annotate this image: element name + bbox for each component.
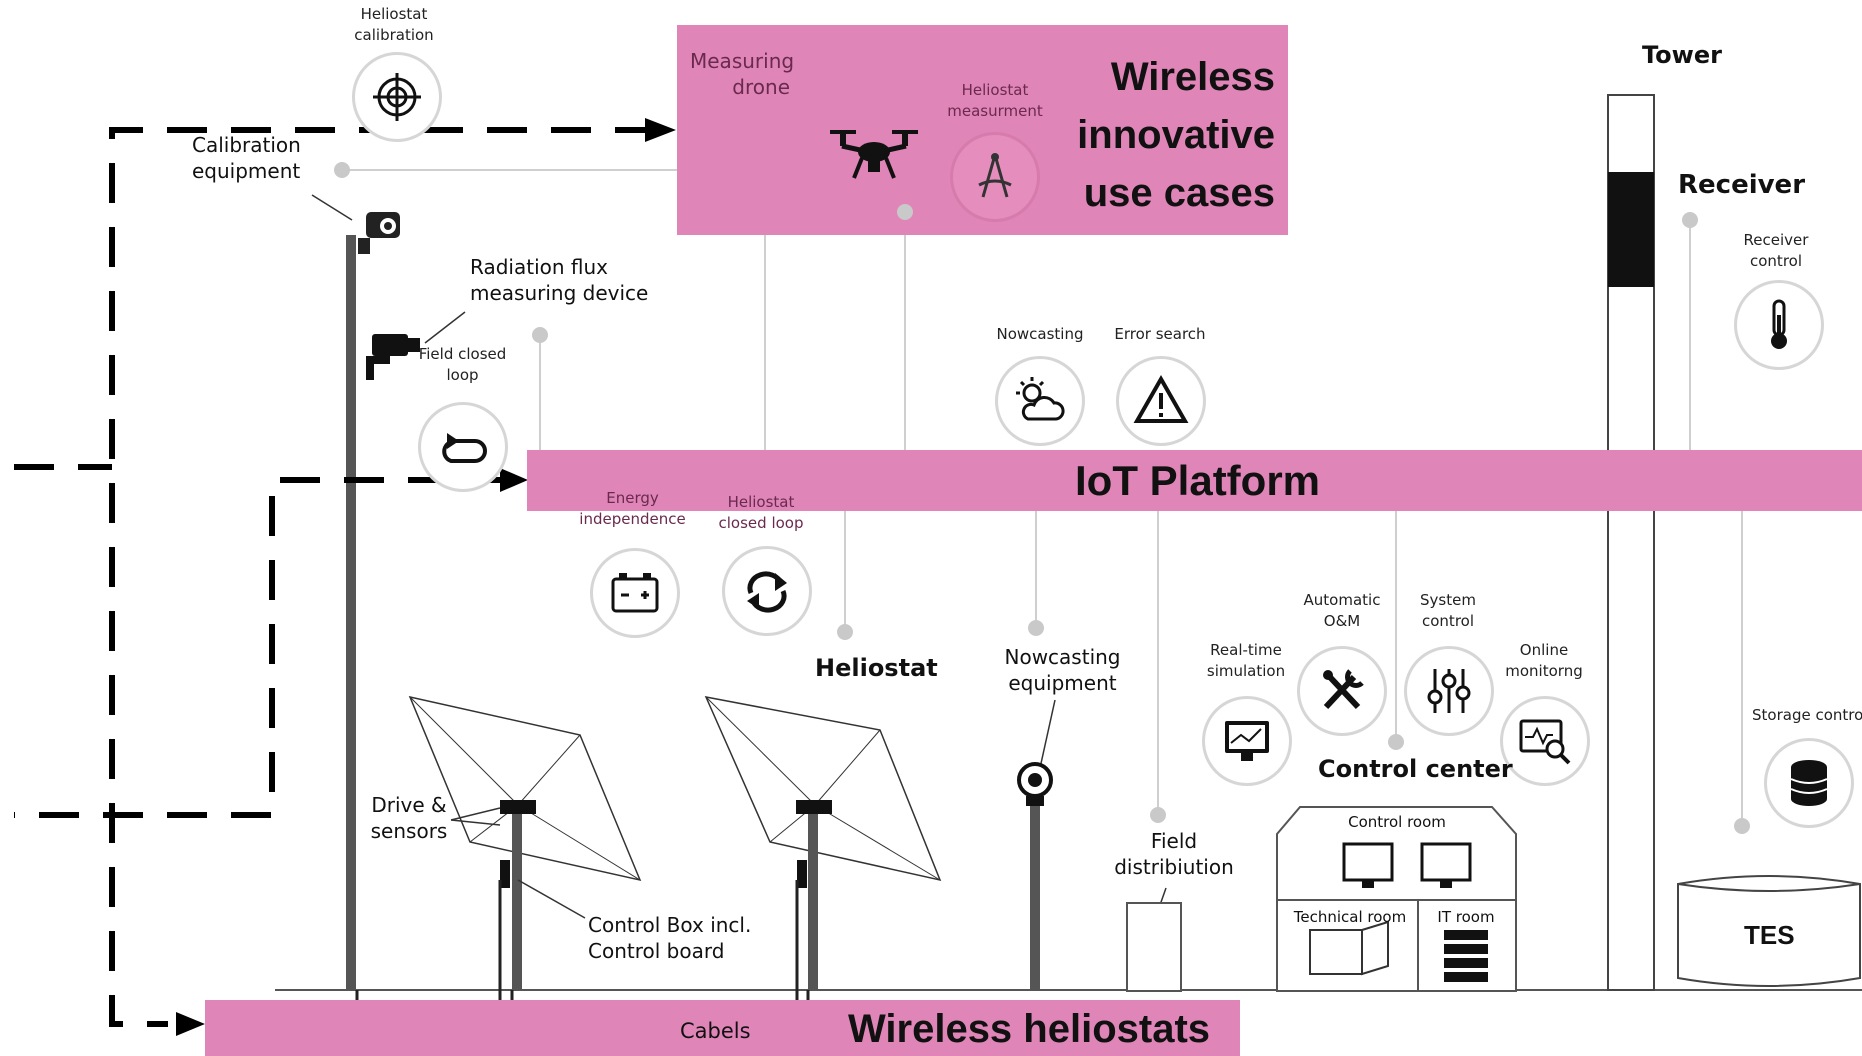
tower-label: Tower bbox=[1642, 41, 1722, 69]
calibration-equipment-label: Calibration equipment bbox=[192, 133, 301, 183]
calibration-camera-icon bbox=[358, 212, 400, 254]
receiver-label: Receiver bbox=[1678, 170, 1806, 200]
energy-independence-label: Energy independence bbox=[579, 489, 686, 528]
cabels-label: Cabels bbox=[680, 1019, 751, 1043]
heliostat-label: Heliostat bbox=[815, 654, 938, 682]
connector-dot bbox=[1028, 620, 1044, 636]
heliostat-closed-loop-label: Heliostat closed loop bbox=[718, 493, 804, 532]
connector-dot bbox=[1388, 734, 1404, 750]
heliostat-measurment-label: Heliostat measurment bbox=[947, 81, 1043, 120]
field-distribution-cabinet bbox=[1126, 902, 1182, 992]
receiver-control-icon bbox=[1734, 280, 1824, 370]
wireless-heliostats-title: Wireless heliostats bbox=[848, 1007, 1211, 1051]
online-monitoring-icon bbox=[1500, 696, 1590, 786]
system-control-label: System control bbox=[1420, 591, 1476, 630]
control-room-label: Control room bbox=[1348, 813, 1446, 831]
control-box-label: Control Box incl. Control board bbox=[588, 913, 752, 963]
field-closed-loop-label: Field closed loop bbox=[418, 345, 507, 384]
heliostat-calibration-icon bbox=[352, 52, 442, 142]
it-room-label: IT room bbox=[1437, 908, 1495, 926]
heliostat-measurment-icon bbox=[950, 132, 1040, 222]
control-center-label: Control center bbox=[1318, 755, 1513, 783]
wireless-innovative-title: Wireless innovative use cases bbox=[1077, 55, 1275, 215]
automatic-om-label: Automatic O&M bbox=[1303, 591, 1381, 630]
iot-platform-band bbox=[527, 450, 1862, 511]
nowcasting-camera-icon bbox=[1017, 762, 1053, 806]
wireless-heliostats-band bbox=[205, 1000, 1240, 1056]
field-distribution-label: Field distribiution bbox=[1114, 829, 1234, 879]
flux-camera-icon bbox=[366, 334, 420, 380]
connector-dot bbox=[897, 204, 913, 220]
real-time-simulation-label: Real-time simulation bbox=[1206, 641, 1286, 680]
drive-sensors-label: Drive & sensors bbox=[370, 793, 448, 843]
connector-dot bbox=[334, 162, 350, 178]
radiation-flux-label: Radiation flux measuring device bbox=[470, 255, 649, 305]
tes-tank bbox=[1677, 875, 1861, 987]
connector-dot bbox=[532, 327, 548, 343]
measuring-drone-label: Measuring drone bbox=[690, 49, 795, 99]
technical-room-label: Technical room bbox=[1293, 908, 1407, 926]
receiver-control-label: Receiver control bbox=[1743, 231, 1809, 270]
real-time-simulation-icon bbox=[1202, 696, 1292, 786]
error-search-label: Error search bbox=[1114, 325, 1206, 343]
field-closed-loop-icon bbox=[418, 402, 508, 492]
nowcasting-label: Nowcasting bbox=[996, 325, 1084, 343]
iot-platform-title: IoT Platform bbox=[1075, 457, 1321, 504]
nowcasting-equipment-label: Nowcasting equipment bbox=[1004, 645, 1121, 695]
online-monitoring-label: Online monitorng bbox=[1505, 641, 1583, 680]
connector-dot bbox=[1150, 807, 1166, 823]
energy-independence-icon bbox=[590, 548, 680, 638]
system-control-icon bbox=[1404, 646, 1494, 736]
error-search-icon bbox=[1116, 356, 1206, 446]
automatic-om-icon bbox=[1297, 646, 1387, 736]
heliostat-calibration-label: Heliostat calibration bbox=[354, 5, 434, 44]
drone-icon bbox=[830, 130, 918, 179]
control-building bbox=[1276, 806, 1517, 992]
storage-control-icon bbox=[1764, 738, 1854, 828]
storage-control-label: Storage control bbox=[1752, 706, 1862, 724]
nowcasting-icon bbox=[995, 356, 1085, 446]
connector-dot bbox=[1734, 818, 1750, 834]
connector-dot bbox=[1682, 212, 1698, 228]
heliostat-closed-loop-icon bbox=[722, 546, 812, 636]
tes-label: TES bbox=[1744, 920, 1795, 950]
connector-dot bbox=[837, 624, 853, 640]
